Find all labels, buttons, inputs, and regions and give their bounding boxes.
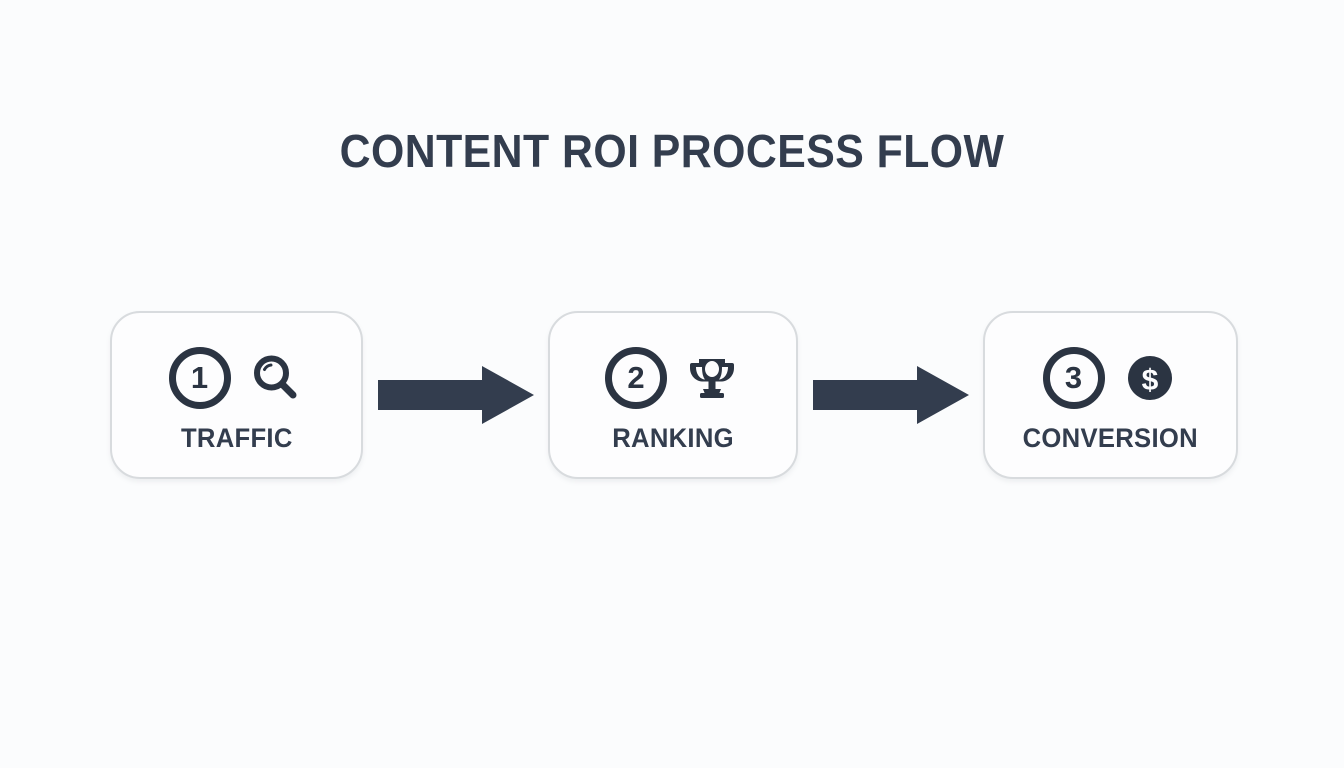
magnifier-icon (247, 349, 305, 407)
page-title: CONTENT ROI PROCESS FLOW (339, 125, 1005, 177)
step-card-traffic[interactable]: 1 TRAFFIC (110, 311, 363, 479)
step-number-badge: 3 (1042, 346, 1105, 409)
step-card-conversion[interactable]: 3 $ CONVERSION (983, 311, 1238, 479)
step-card-header: 3 $ (1042, 343, 1179, 413)
step-label-ranking: RANKING (612, 422, 734, 453)
step-label-conversion: CONVERSION (1022, 422, 1199, 453)
step-number-badge: 1 (168, 346, 231, 409)
arrow-right-icon (377, 352, 534, 438)
arrow-right-icon (812, 352, 969, 438)
step-label-traffic: TRAFFIC (180, 422, 293, 453)
dollar-coin-icon: $ (1121, 349, 1179, 407)
trophy-icon (683, 349, 741, 407)
step-number-badge: 2 (605, 346, 667, 409)
step-card-ranking[interactable]: 2 RANKING (548, 311, 798, 479)
step-card-header: 2 (605, 343, 741, 413)
svg-text:$: $ (1141, 364, 1158, 397)
process-flow: 1 TRAFFIC 2 (110, 311, 1238, 479)
step-card-header: 1 (168, 343, 305, 413)
